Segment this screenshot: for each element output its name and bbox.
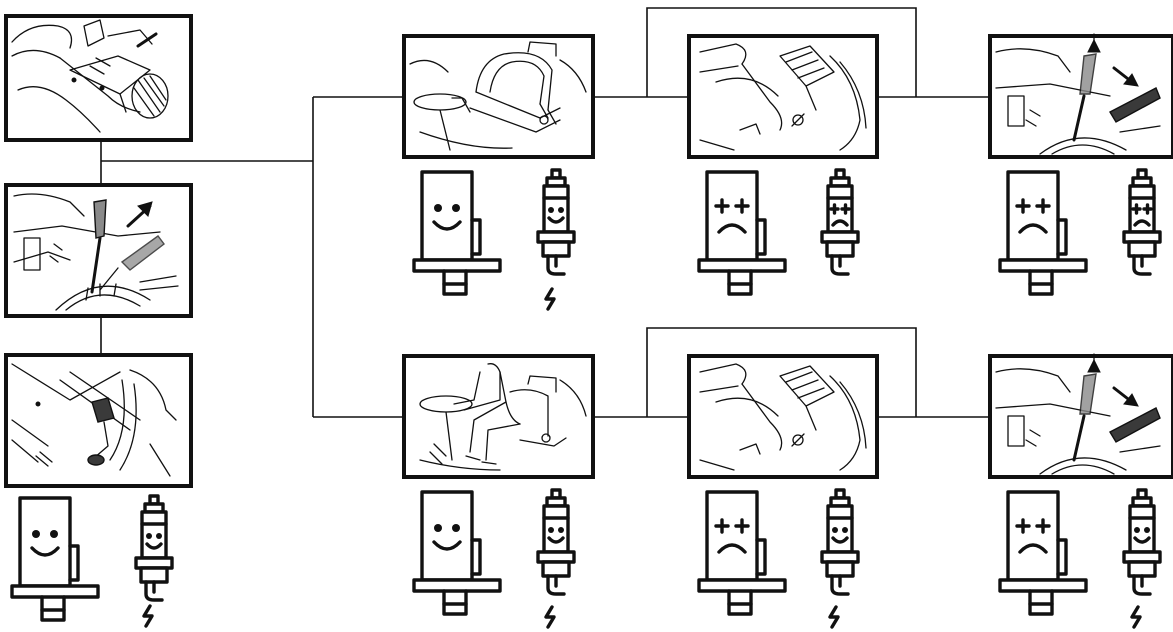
panel-2-lever-pull [4,183,193,318]
spark-icon [544,287,556,311]
spark-plug-icon-happy [822,490,858,594]
connector-lines [100,7,990,418]
panel-7-driver-seated [402,354,595,629]
panel-1-lever-area [4,14,193,142]
panel-9-lever-push [988,353,1173,629]
solenoid-icon-happy [412,490,502,616]
illustration-seat-switch [699,363,867,471]
panel-5-seat-switch [687,34,879,296]
spark-plug-icon-happy [538,490,574,594]
bypass-bottom [646,327,917,417]
spark-plug-icon-happy [538,170,574,274]
panel-4-empty-seat [402,34,595,311]
spark-plug-icon-happy [136,496,172,600]
panel-6-lever-push [988,33,1173,296]
solenoid-icon-sad [998,170,1088,296]
solenoid-icon-happy [412,170,502,296]
spark-icon [828,605,840,629]
illustration-lever-push [995,33,1161,155]
spark-plug-icon-sad [822,170,858,274]
solenoid-icon-sad [697,170,787,296]
illustration-driver-seated [419,363,587,471]
spark-icon [142,604,154,628]
illustration-lever-push [995,353,1161,475]
illustration-brake-pedal [11,363,177,477]
solenoid-icon-sad [697,490,787,616]
spark-icon [1130,605,1142,629]
spark-icon [544,605,556,629]
solenoid-icon-happy [10,496,100,622]
illustration-lever-pull [13,193,179,311]
solenoid-icon-sad [998,490,1088,616]
spark-plug-icon-happy [1124,490,1160,594]
bypass-top [646,7,917,97]
illustration-lever-area [11,19,169,133]
spark-plug-icon-sad [1124,170,1160,274]
illustration-empty-seat [409,41,587,151]
panel-8-seat-switch [687,354,879,629]
panel-3-brake-pedal [4,353,193,628]
illustration-seat-switch [699,43,867,151]
